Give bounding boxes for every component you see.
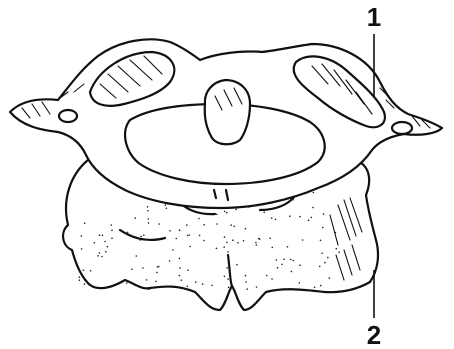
callout-number-2: 2 xyxy=(367,320,381,349)
callout-number-1: 1 xyxy=(367,2,381,32)
